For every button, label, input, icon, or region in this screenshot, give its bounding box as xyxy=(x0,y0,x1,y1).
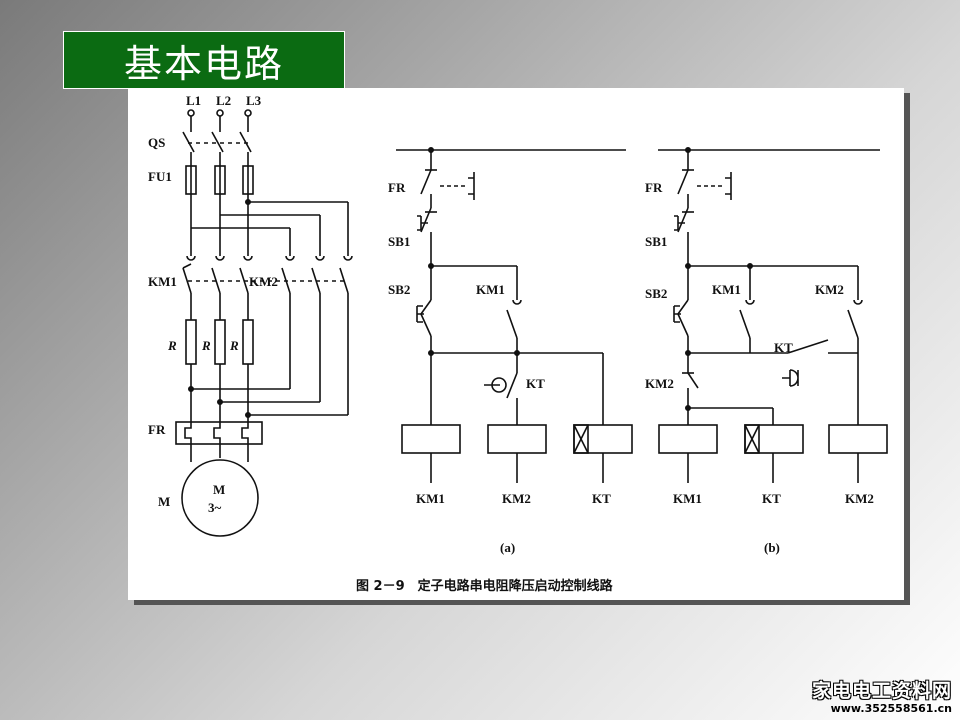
label-b-sb2: SB2 xyxy=(645,286,667,301)
label-b-km2-nc: KM2 xyxy=(645,376,674,391)
resistor-branch xyxy=(185,293,349,422)
diagram-panel: L1 L2 L3 QS FU1 KM1 KM2 xyxy=(128,88,904,600)
overload-relay xyxy=(175,421,263,462)
motor: M 3~ xyxy=(181,459,259,537)
label-l3: L3 xyxy=(246,93,262,108)
coil-a-3: KT xyxy=(592,491,611,506)
label-a-sb2: SB2 xyxy=(388,282,410,297)
label-l2: L2 xyxy=(216,93,231,108)
label-r1: R xyxy=(167,338,177,353)
coil-b-3: KM2 xyxy=(845,491,874,506)
motor-text-phase: 3~ xyxy=(208,500,222,515)
label-b-sb1: SB1 xyxy=(645,234,667,249)
page-title: 基本电路 xyxy=(123,41,284,86)
watermark-url: www.352558561.cn xyxy=(830,702,952,715)
label-fu1: FU1 xyxy=(148,169,172,184)
terminal-l3 xyxy=(244,109,252,117)
contactor-contacts xyxy=(182,255,353,294)
fuses xyxy=(185,165,254,195)
qs-switch xyxy=(182,116,252,166)
label-b-km1: KM1 xyxy=(712,282,741,297)
control-circuit-a xyxy=(396,146,633,483)
tag-b: (b) xyxy=(764,540,780,555)
watermark-brand: 家电电工资料网 xyxy=(811,680,952,702)
coil-b-2: KT xyxy=(762,491,781,506)
label-a-kt: KT xyxy=(526,376,545,391)
label-a-sb1: SB1 xyxy=(388,234,410,249)
title-banner: 基本电路 xyxy=(63,31,345,89)
circuit-diagram: L1 L2 L3 QS FU1 KM1 KM2 xyxy=(148,93,888,594)
tag-a: (a) xyxy=(500,540,515,555)
terminal-l1 xyxy=(187,109,195,117)
label-l1: L1 xyxy=(186,93,201,108)
label-motor: M xyxy=(158,494,170,509)
terminal-l2 xyxy=(216,109,224,117)
coil-a-2: KM2 xyxy=(502,491,531,506)
figure-caption: 图 2－9 定子电路串电阻降压启动控制线路 xyxy=(356,578,614,594)
label-r3: R xyxy=(229,338,239,353)
label-r2: R xyxy=(201,338,211,353)
coil-b-1: KM1 xyxy=(673,491,702,506)
main-wires xyxy=(190,194,349,256)
coil-a-1: KM1 xyxy=(416,491,445,506)
control-circuit-b xyxy=(658,146,888,483)
label-qs: QS xyxy=(148,135,165,150)
label-b-fr: FR xyxy=(645,180,663,195)
motor-text-m: M xyxy=(213,482,225,497)
label-b-km2: KM2 xyxy=(815,282,844,297)
label-km1-main: KM1 xyxy=(148,274,177,289)
label-b-kt: KT xyxy=(774,340,793,355)
label-a-fr: FR xyxy=(388,180,406,195)
label-fr-main: FR xyxy=(148,422,166,437)
label-a-km1: KM1 xyxy=(476,282,505,297)
